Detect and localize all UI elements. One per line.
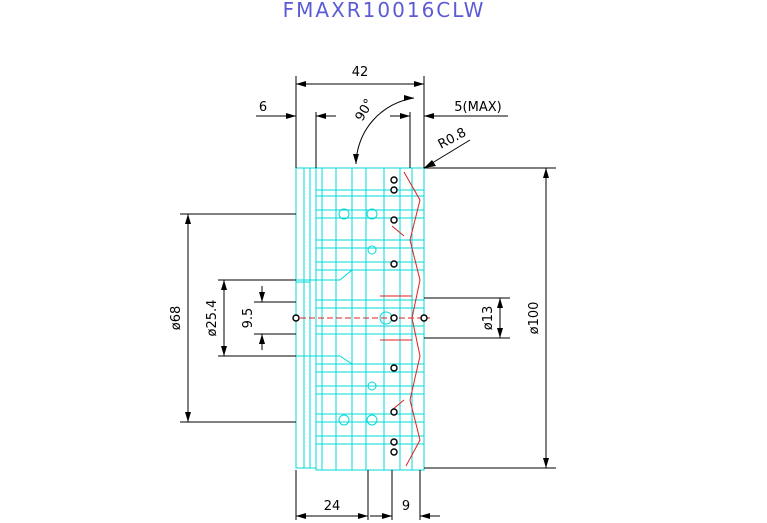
dimension-lines <box>180 76 556 520</box>
dim-r0-8: R0.8 <box>436 125 469 152</box>
drawing-title: FMAXR10016CLW <box>283 0 486 22</box>
dimension-arrows <box>185 81 549 519</box>
dim-9: 9 <box>402 499 410 514</box>
screw-points <box>292 176 428 456</box>
dim-5-max: 5(MAX) <box>454 100 501 115</box>
dim-6: 6 <box>259 100 267 115</box>
dim-42: 42 <box>352 65 369 80</box>
dim-dia-100: ø100 <box>527 302 542 335</box>
cutter-body <box>295 167 425 471</box>
dim-9-5: 9.5 <box>241 308 256 329</box>
dim-dia-25-4: ø25.4 <box>205 300 220 337</box>
dim-24: 24 <box>324 499 341 514</box>
dim-dia-68: ø68 <box>169 306 184 331</box>
dim-dia-13: ø13 <box>481 306 496 331</box>
